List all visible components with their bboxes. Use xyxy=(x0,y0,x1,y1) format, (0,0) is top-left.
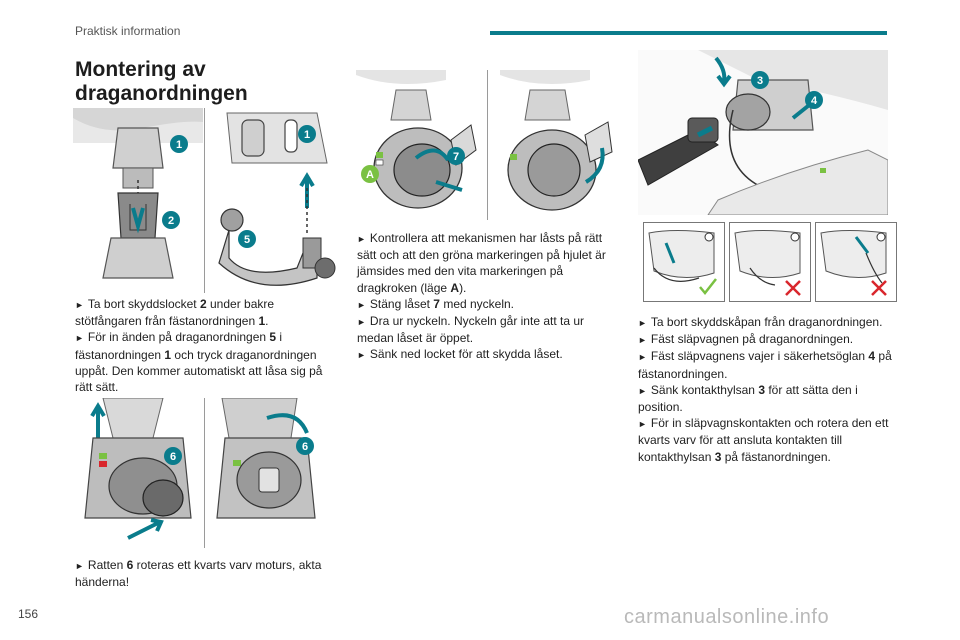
bullet-arrow-icon: ► xyxy=(75,300,84,310)
col3-text: ►Ta bort skyddskåpan från draganordninge… xyxy=(638,314,900,465)
callout-1: 1 xyxy=(176,139,182,151)
instruction-attach-trailer: ►Fäst släpvagnen på draganordningen. xyxy=(638,332,854,347)
bullet-arrow-icon: ► xyxy=(75,333,84,344)
illustration-lock-check: 7 A xyxy=(356,70,486,220)
callout-4: 4 xyxy=(811,95,818,107)
illustration-rotate-knob-b: 6 xyxy=(207,398,337,548)
instruction-rotate-knob: ►Ratten 6 roteras ett kvarts varv moturs… xyxy=(75,558,322,590)
callout-6b: 6 xyxy=(302,441,308,453)
bullet-arrow-icon: ► xyxy=(357,317,366,328)
illustration-rotate-knob-a: 6 xyxy=(73,398,203,548)
page-number: 156 xyxy=(18,607,39,621)
col1-text-a: ►Ta bort skyddslocket 2 under bakre stöt… xyxy=(75,296,335,395)
callout-2: 2 xyxy=(168,215,174,227)
col1-text-b: ►Ratten 6 roteras ett kvarts varv moturs… xyxy=(75,557,335,590)
callout-6: 6 xyxy=(170,451,176,463)
illustration-remove-cap: 1 2 xyxy=(73,108,203,293)
callout-3: 3 xyxy=(757,75,763,87)
bullet-arrow-icon: ► xyxy=(638,318,647,328)
bullet-arrow-icon: ► xyxy=(638,419,647,430)
bullet-arrow-icon: ► xyxy=(357,234,366,244)
cable-panel-wrong-1 xyxy=(729,222,811,302)
bullet-arrow-icon: ► xyxy=(357,350,366,361)
callout-5: 5 xyxy=(244,234,250,246)
image-divider xyxy=(204,108,205,293)
callout-1b: 1 xyxy=(304,129,310,141)
cross-mark-icon xyxy=(785,280,801,296)
title-line-1: Montering av xyxy=(75,58,206,81)
check-mark-icon xyxy=(699,278,717,295)
cross-mark-icon xyxy=(871,280,887,296)
cable-panel-wrong-2 xyxy=(815,222,897,302)
image-divider xyxy=(487,70,488,220)
page-title: Montering av draganordningen xyxy=(75,58,248,106)
col2-text: ►Kontrollera att mekanismen har låsts på… xyxy=(357,230,619,364)
illustration-insert-tow-bar: 1 5 xyxy=(207,108,337,293)
instruction-lower-socket: ►Sänk kontakthylsan 3 för att sätta den … xyxy=(638,382,858,415)
title-line-2: draganordningen xyxy=(75,82,248,105)
instruction-remove-cover: ►Ta bort skyddskåpan från draganordninge… xyxy=(638,315,883,329)
instruction-connect-plug: ►För in släpvagnskontakten och rotera de… xyxy=(638,416,889,464)
bullet-arrow-icon: ► xyxy=(638,385,647,396)
instruction-insert-tow-bar: ►För in änden på draganordningen 5 i fäs… xyxy=(75,330,323,395)
cable-panel-correct xyxy=(643,222,725,302)
image-divider xyxy=(204,398,205,548)
callout-7: 7 xyxy=(453,151,459,163)
instruction-check-mechanism: ►Kontrollera att mekanismen har låsts på… xyxy=(357,231,606,295)
bullet-arrow-icon: ► xyxy=(75,561,84,571)
instruction-lower-cover: ►Sänk ned locket för att skydda låset. xyxy=(357,347,563,362)
callout-a: A xyxy=(366,169,374,181)
instruction-close-lock: ►Stäng låset 7 med nyckeln. xyxy=(357,296,515,311)
bullet-arrow-icon: ► xyxy=(638,352,647,363)
header-accent-bar xyxy=(490,31,887,35)
bullet-arrow-icon: ► xyxy=(357,299,366,310)
instruction-remove-key: ►Dra ur nyckeln. Nyckeln går inte att ta… xyxy=(357,314,585,346)
instruction-attach-cable: ►Fäst släpvagnens vajer i säkerhetsöglan… xyxy=(638,349,892,381)
illustration-lock-cover xyxy=(490,70,620,220)
illustration-connect-trailer: 3 4 xyxy=(638,50,888,215)
instruction-remove-cap: ►Ta bort skyddslocket 2 under bakre stöt… xyxy=(75,297,275,329)
watermark: carmanualsonline.info xyxy=(624,606,830,628)
bullet-arrow-icon: ► xyxy=(638,335,647,346)
running-header: Praktisk information xyxy=(75,24,181,38)
